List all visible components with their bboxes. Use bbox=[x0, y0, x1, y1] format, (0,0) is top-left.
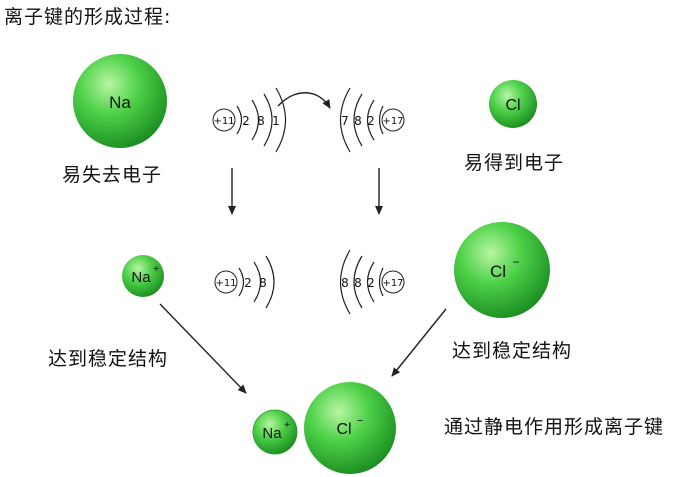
na-atom-shell-diagram: +11 2 8 1 bbox=[212, 87, 286, 153]
bond-cl-ball bbox=[304, 382, 396, 474]
electron-transfer-arrow bbox=[277, 92, 331, 109]
na-ion-nucleus-charge: +11 bbox=[215, 278, 236, 289]
na-nucleus-circle bbox=[212, 108, 236, 132]
na-shell-3-electrons: 1 bbox=[272, 114, 280, 128]
na-ion-shell-arc bbox=[253, 261, 262, 303]
na-atom: Na bbox=[73, 54, 167, 148]
cl-ion-to-bond-arrow bbox=[391, 308, 447, 377]
na-ion-caption: 达到稳定结构 bbox=[48, 348, 169, 370]
na-ion-nucleus-circle bbox=[214, 270, 238, 294]
na-ion: Na + bbox=[122, 255, 164, 297]
cl-atom-caption: 易得到电子 bbox=[464, 152, 565, 174]
bond-na-symbol: Na bbox=[262, 425, 282, 442]
cl-ion-shell-1-electrons: 2 bbox=[367, 276, 375, 290]
na-ion-ball bbox=[122, 255, 164, 297]
cl-shell-arc bbox=[366, 99, 375, 141]
na-shell-1-electrons: 2 bbox=[242, 114, 250, 128]
na-shell-arc bbox=[275, 87, 286, 153]
na-ion-shell-arc bbox=[265, 255, 275, 309]
cl-ion-shell-arc bbox=[340, 249, 351, 315]
cl-atom-shell-diagram: 7 8 2 +17 bbox=[340, 87, 405, 153]
bond-cl-symbol: Cl bbox=[336, 421, 351, 438]
cl-atom-ball bbox=[489, 80, 537, 128]
na-shell-arc bbox=[236, 105, 243, 135]
cl-ion-shell-arc bbox=[353, 255, 363, 309]
na-atom-caption: 易失去电子 bbox=[62, 164, 163, 186]
cl-nucleus-circle bbox=[381, 108, 405, 132]
bond-na-ball bbox=[252, 409, 298, 455]
cl-shell-arc bbox=[353, 93, 363, 147]
ionic-bond-pair: Na + Cl − bbox=[252, 382, 396, 474]
na-nucleus-charge: +11 bbox=[213, 116, 234, 127]
cl-shell-arc bbox=[340, 87, 351, 153]
cl-shell-2-electrons: 8 bbox=[354, 114, 362, 128]
cl-ion-symbol: Cl bbox=[490, 262, 506, 281]
cl-atom-symbol: Cl bbox=[505, 97, 520, 114]
ionic-bond-caption: 通过静电作用形成离子键 bbox=[444, 416, 665, 438]
na-ion-symbol: Na bbox=[131, 269, 151, 286]
cl-ion-shell-diagram: 8 8 2 +17 bbox=[340, 249, 405, 315]
na-shell-arc bbox=[263, 93, 273, 147]
diagram-title: 离子键的形成过程: bbox=[4, 6, 172, 28]
cl-ion-nucleus-circle bbox=[381, 270, 405, 294]
cl-atom: Cl bbox=[489, 80, 537, 128]
cl-ion-shell-2-electrons: 8 bbox=[354, 276, 362, 290]
na-atom-symbol: Na bbox=[109, 93, 131, 112]
cl-shell-3-electrons: 7 bbox=[341, 114, 349, 128]
cl-ion: Cl − bbox=[454, 222, 550, 318]
cl-ion-nucleus-charge: +17 bbox=[382, 278, 403, 289]
cl-nucleus-charge: +17 bbox=[382, 116, 403, 127]
na-ion-shell-arc bbox=[238, 267, 245, 297]
na-ion-charge: + bbox=[153, 264, 159, 275]
na-atom-ball bbox=[73, 54, 167, 148]
na-shell-arc bbox=[251, 99, 260, 141]
na-ion-shell-diagram: +11 2 8 bbox=[214, 255, 275, 309]
bond-cl-charge: − bbox=[357, 415, 363, 427]
cl-ion-charge: − bbox=[512, 255, 519, 269]
cl-ion-shell-arc bbox=[366, 261, 375, 303]
cl-ion-caption: 达到稳定结构 bbox=[452, 340, 573, 362]
bond-na-charge: + bbox=[284, 420, 290, 431]
na-ion-shell-1-electrons: 2 bbox=[244, 276, 252, 290]
cl-shell-1-electrons: 2 bbox=[367, 114, 375, 128]
na-shell-2-electrons: 8 bbox=[257, 114, 265, 128]
na-ion-to-bond-arrow bbox=[159, 303, 247, 394]
cl-ion-ball bbox=[454, 222, 550, 318]
cl-ion-shell-arc bbox=[378, 267, 384, 297]
cl-ion-shell-3-electrons: 8 bbox=[341, 276, 349, 290]
na-ion-shell-2-electrons: 8 bbox=[259, 276, 267, 290]
cl-shell-arc bbox=[378, 105, 384, 135]
